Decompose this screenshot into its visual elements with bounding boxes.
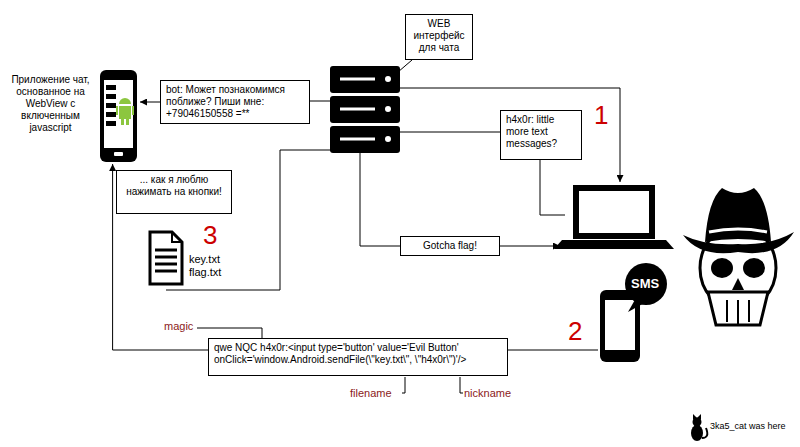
server-stack [330,66,400,153]
callout-number: 2 [568,316,582,347]
message-box: Gotcha flag! [400,236,500,256]
cat-icon [691,414,707,441]
part-name: nickname [464,387,511,399]
sms-badge: SMS [631,276,659,291]
callout-number: 3 [203,220,217,251]
laptop [554,188,674,249]
node-text: qwe NQC h4x0r:<input type='button' value… [214,342,502,366]
code-box: qwe NQC h4x0r:<input type='button' value… [208,338,508,376]
android-phone [100,70,137,162]
callout-box: WEB интерфейс для чата [405,14,473,60]
node-text: Приложение чат, основанное на WebView с … [3,74,98,134]
node-text: ... как я люблю нажимать на кнопки! [122,174,226,198]
file-name: key.txt [189,253,220,265]
message-box: h4x0r: little more text messages? [500,110,582,160]
node-text: h4x0r: little more text messages? [506,114,576,150]
part-name: filename [350,387,392,399]
wires [166,60,620,393]
file-icon [150,232,182,284]
chat-app-phone: Приложение чат, основанное на WebView с … [3,68,140,164]
callout-number: 1 [594,100,608,131]
skull-hacker [683,188,794,325]
part-name: magic [164,320,193,332]
node-text: WEB интерфейс для чата [411,18,467,54]
message-box: bot: Может познакомимся поближе? Пиши мн… [160,80,310,124]
connector-arrow [140,102,160,103]
speech-box: ... как я люблю нажимать на кнопки! [116,170,232,214]
watermark: 3ka5_cat was here [710,421,786,431]
node-text: bot: Может познакомимся поближе? Пиши мн… [166,84,304,120]
file-name: flag.txt [189,266,221,278]
sms-phone [600,263,667,362]
node-text: Gotcha flag! [406,240,494,252]
